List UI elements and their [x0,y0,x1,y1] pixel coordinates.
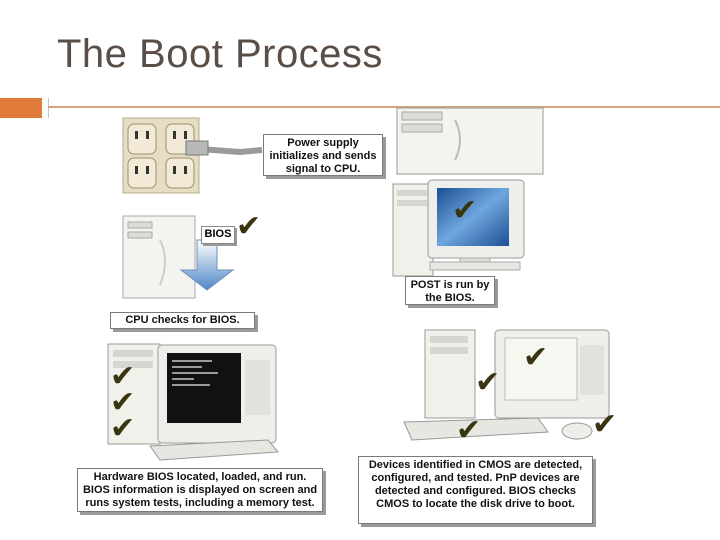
title-divider [48,98,49,118]
power-outlet-icon [122,117,263,194]
checkmark-icon: ✔ [110,411,136,446]
down-arrow-icon [179,239,235,291]
computer-tower-icon [107,343,161,445]
checkmark-icon: ✔ [452,193,478,228]
power-supply-callout: Power supply initializes and sends signa… [263,134,383,176]
checkmark-icon: ✔ [110,359,136,394]
checkmark-icon: ✔ [236,209,262,244]
computer-tower-icon [424,329,476,419]
title-rule [48,106,720,108]
computer-tower-icon [122,215,196,299]
keyboard-icon [403,417,549,441]
checkmark-icon: ✔ [523,340,549,375]
hardware-bios-callout: Hardware BIOS located, loaded, and run. … [77,468,323,512]
checkmark-icon: ✔ [592,407,618,442]
computer-tower-icon [396,107,544,175]
cpu-checks-callout: CPU checks for BIOS. [110,312,255,329]
checkmark-icon: ✔ [110,385,136,420]
title-accent-bar [0,98,42,118]
slide-title: The Boot Process [57,32,383,76]
devices-callout: Devices identified in CMOS are detected,… [358,456,593,524]
monitor-icon [392,179,525,277]
keyboard-icon [149,439,280,461]
monitor-icon [494,329,610,419]
bios-label: BIOS [201,226,235,244]
checkmark-icon: ✔ [456,413,482,448]
post-callout: POST is run by the BIOS. [405,276,495,305]
monitor-icon [157,344,277,444]
checkmark-icon: ✔ [475,365,501,400]
mouse-icon [561,422,593,440]
